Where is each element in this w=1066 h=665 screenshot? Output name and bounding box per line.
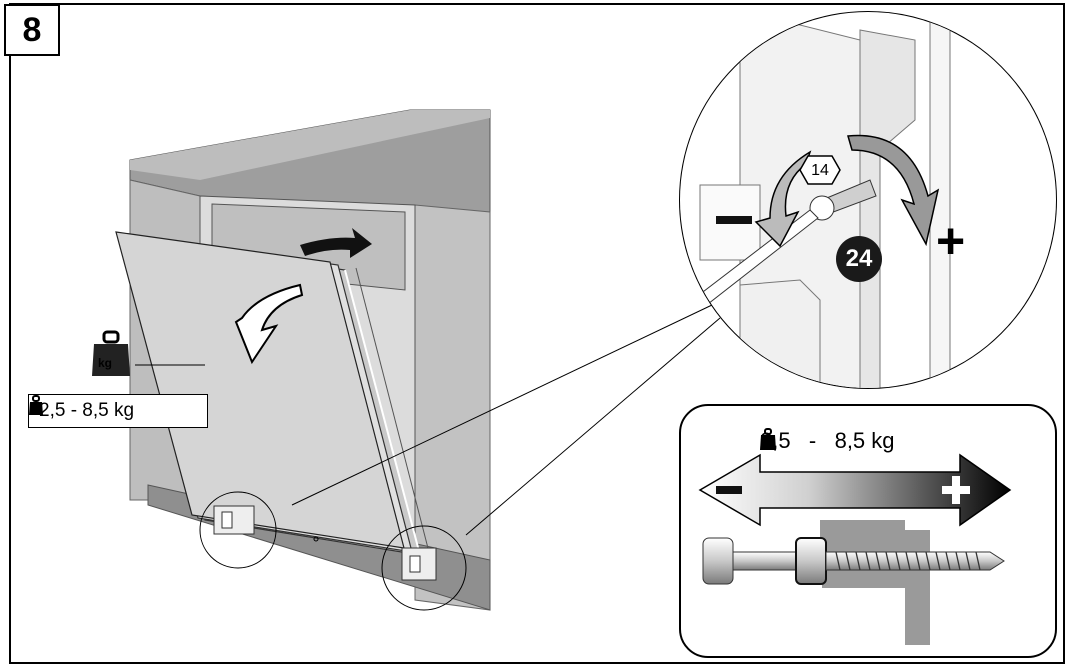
door-weight-label: 2,5 - 8,5 kg: [28, 394, 208, 428]
kg-symbol-text: kg: [98, 356, 113, 370]
page-border: [9, 3, 1065, 664]
spring-range-text: 2,5 - 8,5 kg: [760, 428, 895, 453]
open-arrow: [234, 283, 304, 365]
spring-range-panel: [679, 404, 1057, 658]
close-arrow: [300, 228, 372, 258]
appliance-door: [115, 231, 431, 557]
detail-view: [679, 11, 1057, 389]
hinge-callouts: [199, 304, 721, 611]
kg-weight-icon: [92, 330, 130, 376]
weight-icon: [29, 395, 43, 415]
door-weight-text: 2,5 - 8,5 kg: [39, 400, 135, 421]
wrench-size-label: 14: [811, 162, 829, 179]
weight-icon: [760, 428, 776, 450]
step-number: 8: [4, 4, 60, 56]
spring-range-label: 2,5 - 8,5 kg: [760, 428, 895, 454]
torx-size-badge: 24: [836, 236, 882, 282]
increase-tension-sign: +: [936, 213, 966, 269]
